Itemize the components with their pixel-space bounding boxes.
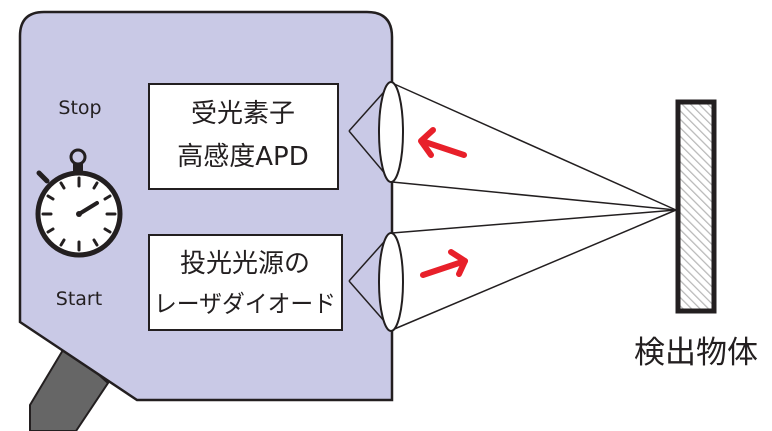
- emitter-lens-icon: [378, 232, 404, 332]
- stopwatch-icon: [35, 148, 123, 258]
- start-label: Start: [56, 288, 102, 310]
- emitter-box: [148, 234, 343, 331]
- arrow-right-icon: [420, 249, 468, 278]
- emitter-label-line2: レーザダイオード: [154, 290, 336, 318]
- stop-label: Stop: [58, 97, 101, 119]
- receiver-label-line2: 高感度APD: [177, 142, 309, 172]
- arrow-left-icon: [418, 127, 467, 158]
- target-object: [675, 99, 717, 314]
- receiver-label-line1: 受光素子: [191, 99, 295, 129]
- receiver-box: [148, 83, 339, 190]
- emitter-label-line1: 投光光源の: [180, 249, 310, 279]
- target-label: 検出物体: [634, 335, 758, 371]
- receiver-lens-icon: [378, 81, 404, 183]
